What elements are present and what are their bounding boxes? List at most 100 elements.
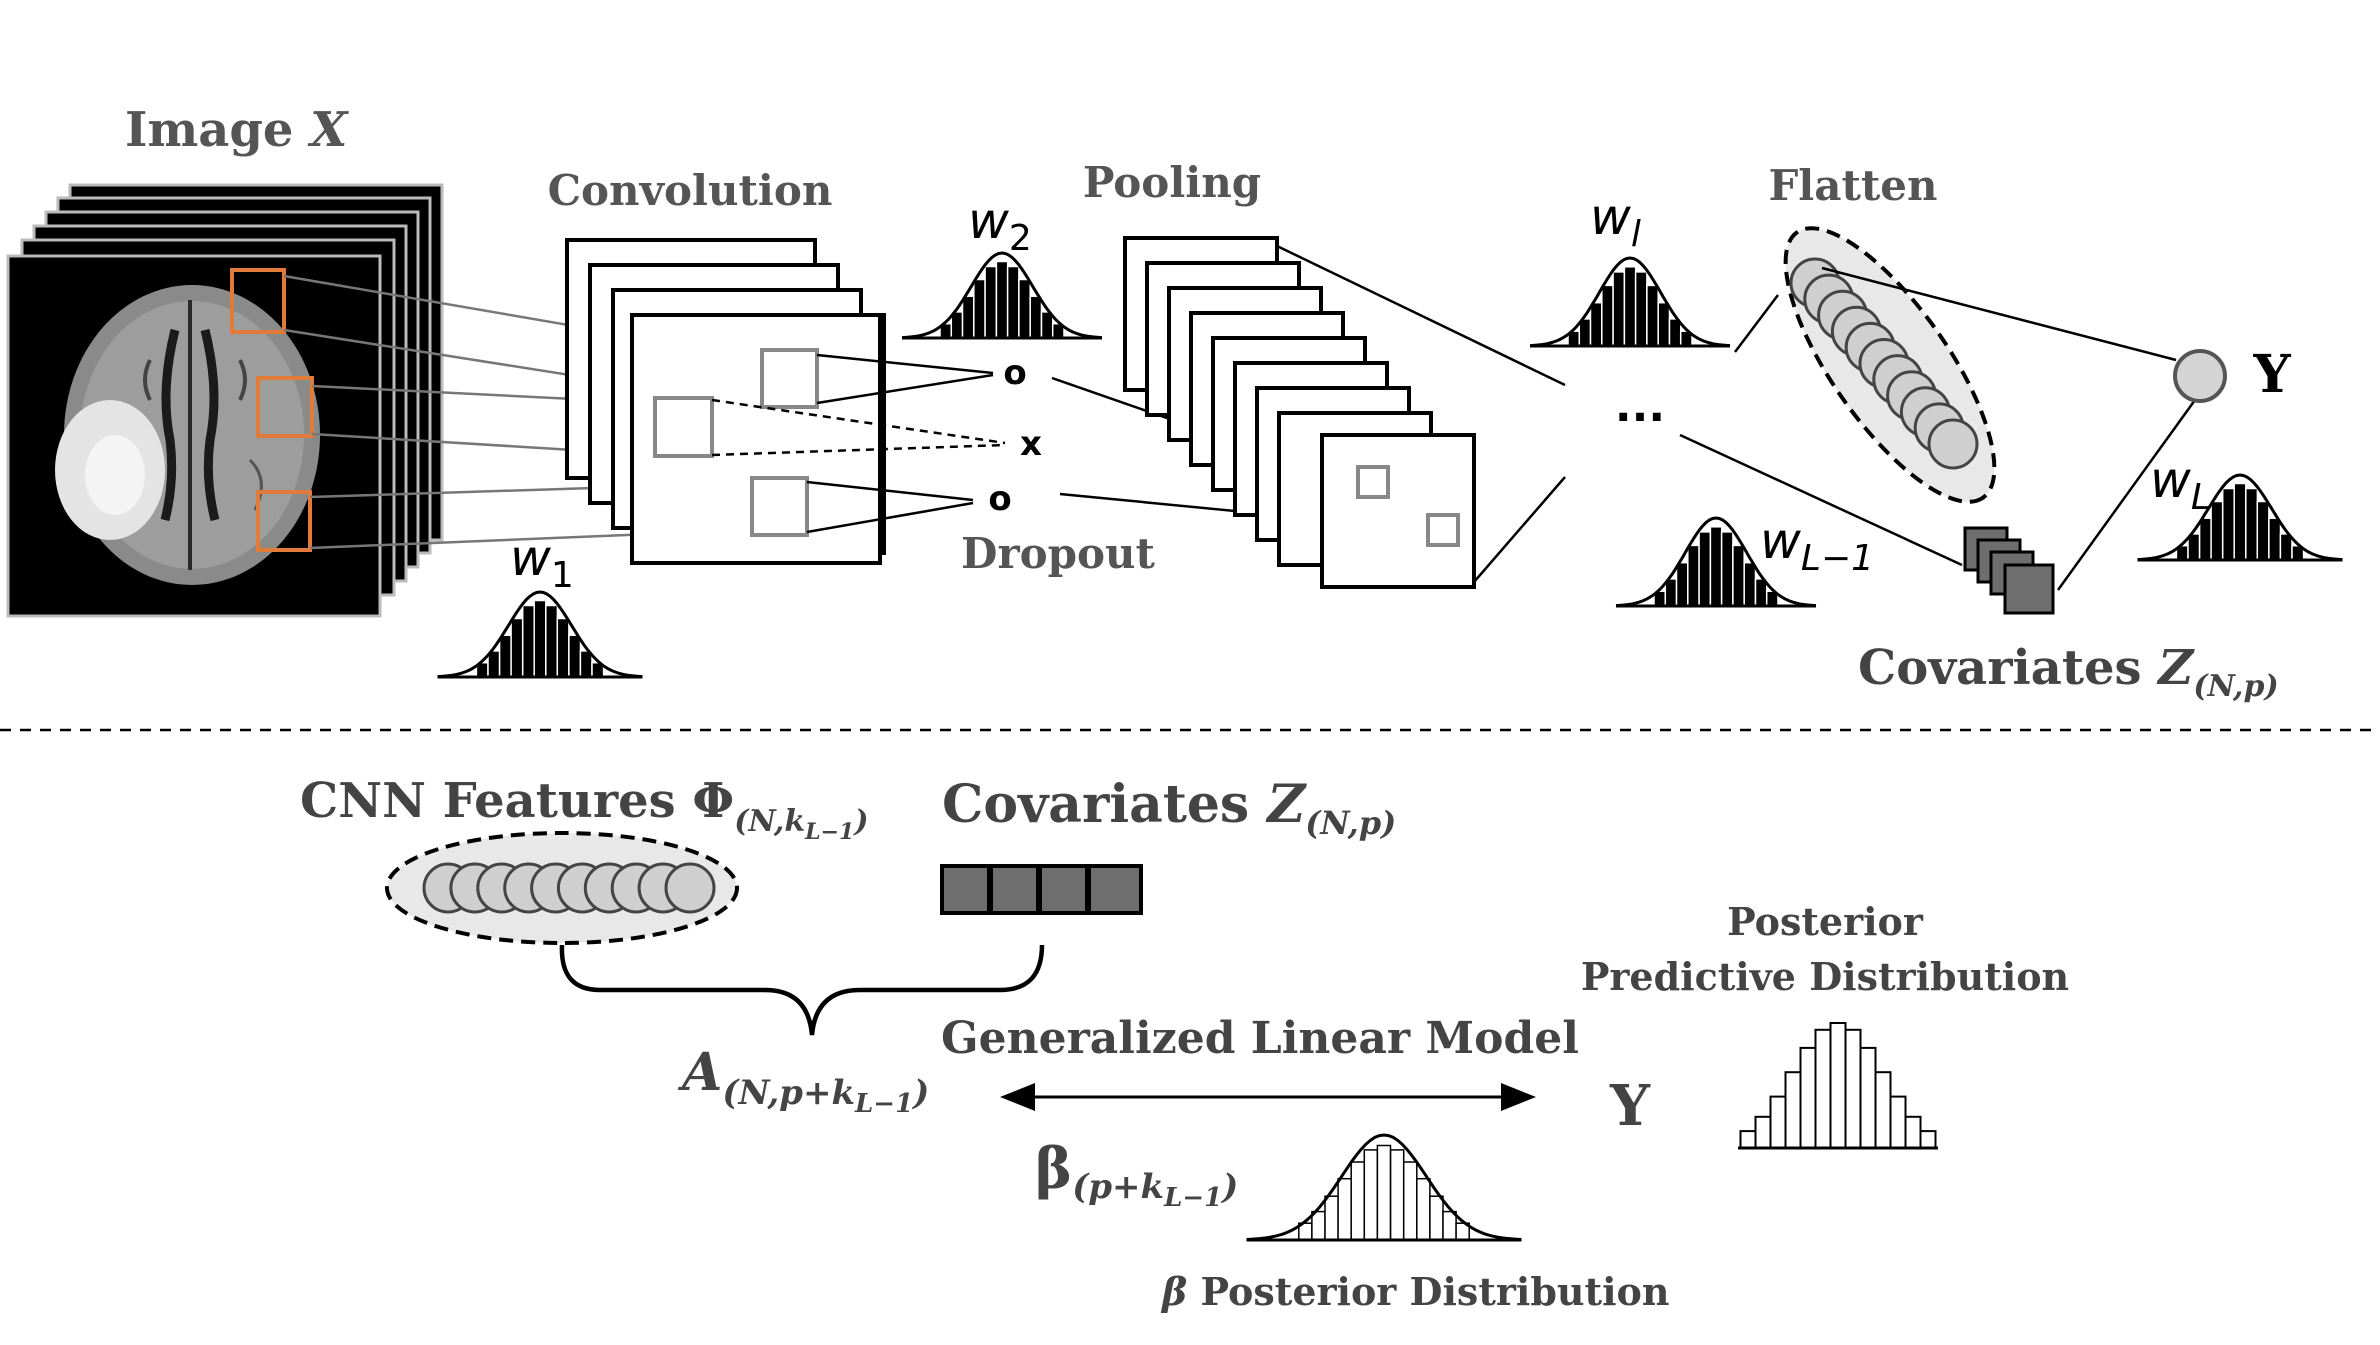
hist-bar [2198, 517, 2212, 561]
hist-bar [1799, 1046, 1817, 1150]
bell-curve [1529, 256, 1731, 348]
ellipsis: ··· [1615, 392, 1665, 443]
hist-bar [1698, 531, 1712, 607]
hist-bar [1029, 295, 1043, 339]
beta-posterior-label: β Posterior Distribution [1160, 1269, 1670, 1314]
dropout-node-o1: o [1003, 353, 1026, 393]
hist-bar [1429, 1195, 1444, 1241]
hist-bar [1709, 526, 1723, 607]
hist-bar [510, 617, 524, 678]
hist-bar [1743, 561, 1757, 607]
conv-filters [653, 348, 819, 537]
hist-bar [1402, 1161, 1418, 1241]
cnn-features-label: CNN Features Φ(N,kL−1) [300, 773, 869, 845]
wL-label: wL [2150, 451, 2211, 518]
hist-bar [1389, 1149, 1405, 1241]
hist-bar [1889, 1095, 1907, 1149]
hist-bar [2210, 500, 2224, 561]
bell-curve [437, 590, 643, 679]
dropout-label: Dropout [961, 529, 1155, 578]
hist-bar [1754, 1115, 1772, 1150]
hist-bar [1739, 1130, 1757, 1149]
patch-1 [230, 268, 286, 334]
patch-3 [256, 490, 312, 552]
hist-bar [2221, 487, 2236, 561]
hist-bar [556, 617, 570, 678]
hist-bar [1829, 1022, 1847, 1149]
hist-bar [1376, 1144, 1392, 1241]
hist-bar [1612, 271, 1626, 347]
hist-bar [1687, 544, 1700, 607]
hist-bar [2268, 517, 2282, 561]
hist-bar [1442, 1210, 1457, 1241]
hist-bar [545, 604, 559, 678]
hist-bar [1904, 1115, 1922, 1150]
hist-bar [533, 599, 547, 678]
output-node [2173, 349, 2227, 403]
hist-bar [1324, 1195, 1339, 1241]
neuron [1927, 418, 1979, 470]
hist-bar [1006, 265, 1020, 339]
hist-bar [984, 265, 998, 339]
hist-bar [1634, 271, 1648, 347]
posterior-label-line2: Predictive Distribution [1581, 954, 2069, 999]
hist-bar [1844, 1028, 1862, 1150]
hist-bar [973, 278, 986, 339]
hist-bar [1416, 1177, 1431, 1241]
hist-bar [521, 604, 536, 678]
orange-patches [230, 268, 314, 552]
hist-bar [1919, 1130, 1937, 1149]
w1-label: w1 [510, 529, 574, 596]
beta-posterior-dist [1246, 1133, 1522, 1242]
hist-bar [498, 634, 512, 678]
posterior-label-line1: Posterior [1727, 899, 1924, 944]
hist-bar [961, 295, 975, 339]
flatten-label: Flatten [1768, 161, 1937, 210]
glm-label: Generalized Linear Model [941, 1013, 1579, 1064]
weight-dist-w2 [901, 251, 1103, 340]
hist-bar [1311, 1210, 1326, 1241]
hist-bar [1784, 1071, 1802, 1149]
posterior-predictive-dist [1738, 1022, 1938, 1150]
hist-bar [1363, 1149, 1379, 1241]
hist-bar [1657, 301, 1671, 347]
hist-bar [1350, 1161, 1366, 1241]
hist-bar [995, 260, 1009, 339]
w2-label: w2 [968, 192, 1032, 259]
flatten-to-output-lines [1821, 266, 2197, 591]
hist-bar [1732, 544, 1745, 607]
bell-curve [1615, 516, 1817, 608]
hist-bar [2256, 500, 2270, 561]
hist-bar [1646, 284, 1659, 347]
hist-bar [1623, 266, 1637, 347]
weight-dist-w1 [437, 590, 643, 679]
dropout-node-x: x [1020, 424, 1042, 464]
weight-dist-wL1 [1615, 516, 1817, 608]
weight-dist-wl [1529, 256, 1731, 348]
weight-dist-wL [2137, 473, 2343, 562]
hist-bar [1814, 1028, 1832, 1150]
dropout-node-o2: o [988, 479, 1011, 519]
hist-bar [1874, 1071, 1892, 1149]
glm-arrow [1000, 1083, 1536, 1111]
hist-bar [568, 634, 582, 678]
pool-to-flatten-lines [1276, 244, 1963, 583]
hist-bar [1601, 284, 1614, 347]
output-y: Y [2252, 344, 2291, 405]
beta-label: β(p+kL−1) [1035, 1136, 1238, 1213]
hist-bar [1018, 278, 1031, 339]
wl-label: wl [1590, 188, 1641, 255]
hist-bar [1720, 531, 1734, 607]
hist-bar [1337, 1177, 1352, 1241]
pooling-label: Pooling [1083, 158, 1261, 207]
glm-output-y: Y [1609, 1073, 1651, 1139]
bell-curve [1246, 1133, 1522, 1241]
covariates-top-label: Covariates Z(N,p) [1858, 640, 2279, 704]
pool-stack [1123, 236, 1476, 589]
conv-to-dropout-lines [711, 353, 1006, 534]
wL1-label: wL−1 [1760, 512, 1874, 579]
hist-bar [2233, 482, 2247, 561]
hist-bar [1769, 1095, 1787, 1149]
hist-bar [2245, 487, 2259, 561]
